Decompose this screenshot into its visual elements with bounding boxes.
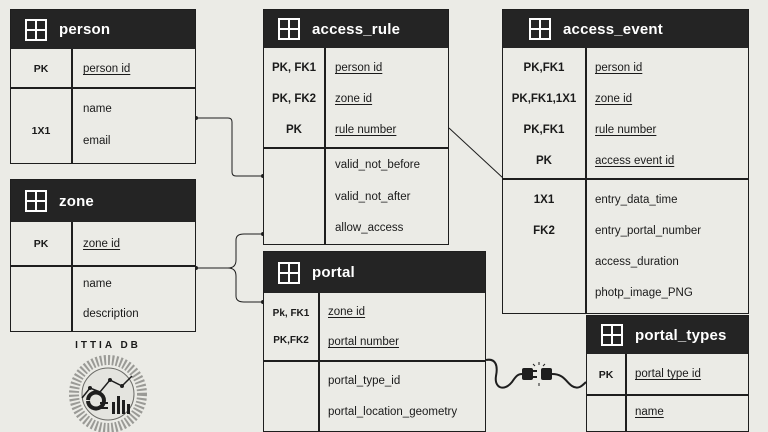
field-zone-id: zone id (83, 238, 121, 250)
person-table[interactable]: person PK person id 1X1 name email (10, 9, 196, 164)
field-entry-data-time: entry_data_time (595, 194, 678, 206)
field-portal-number: portal number (328, 336, 399, 348)
field-email: email (83, 135, 111, 147)
key-label: PK (286, 124, 302, 136)
field-zone-id: zone id (595, 93, 633, 105)
column-divider (625, 354, 627, 431)
field-rule-number: rule number (335, 124, 397, 136)
key-label: PK (33, 238, 49, 250)
spark-icon (532, 362, 546, 386)
table-icon (278, 261, 300, 284)
column-divider (71, 49, 73, 163)
key-label: PK,FK1 (523, 124, 565, 136)
table-title: person (59, 21, 111, 38)
field-person-id: person id (335, 62, 383, 74)
field-name: name (83, 103, 112, 115)
column-divider (71, 222, 73, 331)
table-header: portal (264, 252, 485, 293)
table-header: zone (11, 180, 195, 222)
field-valid-not-before: valid_not_before (335, 159, 421, 171)
key-label: PK (33, 63, 49, 75)
plug-icon (522, 368, 537, 380)
table-title: portal (312, 264, 355, 281)
field-person-id: person id (595, 62, 643, 74)
logo-text: ITTIA DB (75, 340, 141, 351)
table-icon (278, 18, 300, 40)
key-label: Pk, FK1 (272, 308, 310, 319)
field-allow-access: allow_access (335, 222, 404, 234)
table-icon (25, 190, 47, 212)
table-header: portal_types (587, 316, 748, 354)
key-label: PK,FK1 (523, 62, 565, 74)
field-rule-number: rule number (595, 124, 657, 136)
zone-access-rule-connector (196, 233, 264, 269)
row-divider (11, 265, 195, 267)
field-portal-location-geometry: portal_location_geometry (328, 406, 458, 418)
field-description: description (83, 308, 139, 320)
table-icon (529, 18, 551, 40)
portal-table[interactable]: portal Pk, FK1 PK,FK2 zone id portal num… (263, 251, 486, 432)
table-header: access_event (503, 10, 748, 48)
socket-cable (551, 373, 587, 389)
field-entry-portal-number: entry_portal_number (595, 225, 702, 237)
row-divider (264, 147, 448, 149)
table-title: access_event (563, 20, 663, 38)
portal-types-table[interactable]: portal_types PK portal type id name (586, 315, 749, 432)
field-valid-not-after: valid_not_after (335, 191, 411, 203)
field-zone-id: zone id (335, 93, 373, 105)
table-title: portal_types (635, 326, 727, 344)
field-portal-type-id: portal type id (635, 368, 701, 380)
key-label: PK (536, 155, 552, 167)
table-icon (601, 324, 623, 346)
column-divider (324, 48, 326, 244)
table-icon (25, 18, 47, 41)
field-access-duration: access_duration (595, 256, 679, 268)
key-label: PK, FK2 (271, 93, 317, 105)
person-access-rule-connector (196, 117, 264, 177)
field-access-event-id: access event id (595, 155, 675, 167)
key-label: PK,FK1,1X1 (511, 93, 577, 105)
zone-table[interactable]: zone PK zone id name description (10, 179, 196, 332)
table-title: access_rule (312, 20, 401, 38)
access-rule-event-connector (448, 127, 504, 179)
row-divider (11, 87, 195, 89)
field-person-id: person id (83, 63, 131, 75)
key-label: 1X1 (533, 194, 555, 206)
key-label: PK,FK2 (273, 335, 309, 346)
access-rule-table[interactable]: access_rule PK, FK1 PK, FK2 PK person id… (263, 9, 449, 245)
field-portal-type-id: portal_type_id (328, 375, 401, 387)
access-event-table[interactable]: access_event PK,FK1 PK,FK1,1X1 PK,FK1 PK… (502, 9, 749, 314)
field-photp-image-png: photp_image_PNG (595, 287, 693, 299)
row-divider (587, 394, 748, 396)
key-label: PK (598, 369, 614, 381)
field-name: name (635, 406, 664, 418)
column-divider (318, 293, 320, 431)
row-divider (264, 360, 485, 362)
ittia-db-logo: ITTIA DB (60, 338, 156, 432)
table-header: person (11, 10, 195, 49)
portal-portal-types-cable (485, 358, 523, 389)
socket-icon (541, 368, 552, 380)
table-title: zone (59, 192, 94, 210)
table-header: access_rule (264, 10, 448, 48)
field-name: name (83, 278, 112, 290)
column-divider (585, 48, 587, 313)
key-label: FK2 (533, 225, 555, 237)
key-label: 1X1 (31, 125, 51, 137)
key-label: PK, FK1 (271, 62, 317, 74)
field-zone-id: zone id (328, 306, 366, 318)
row-divider (503, 178, 748, 180)
zone-portal-connector (227, 267, 264, 303)
logo-graphic (69, 355, 147, 432)
